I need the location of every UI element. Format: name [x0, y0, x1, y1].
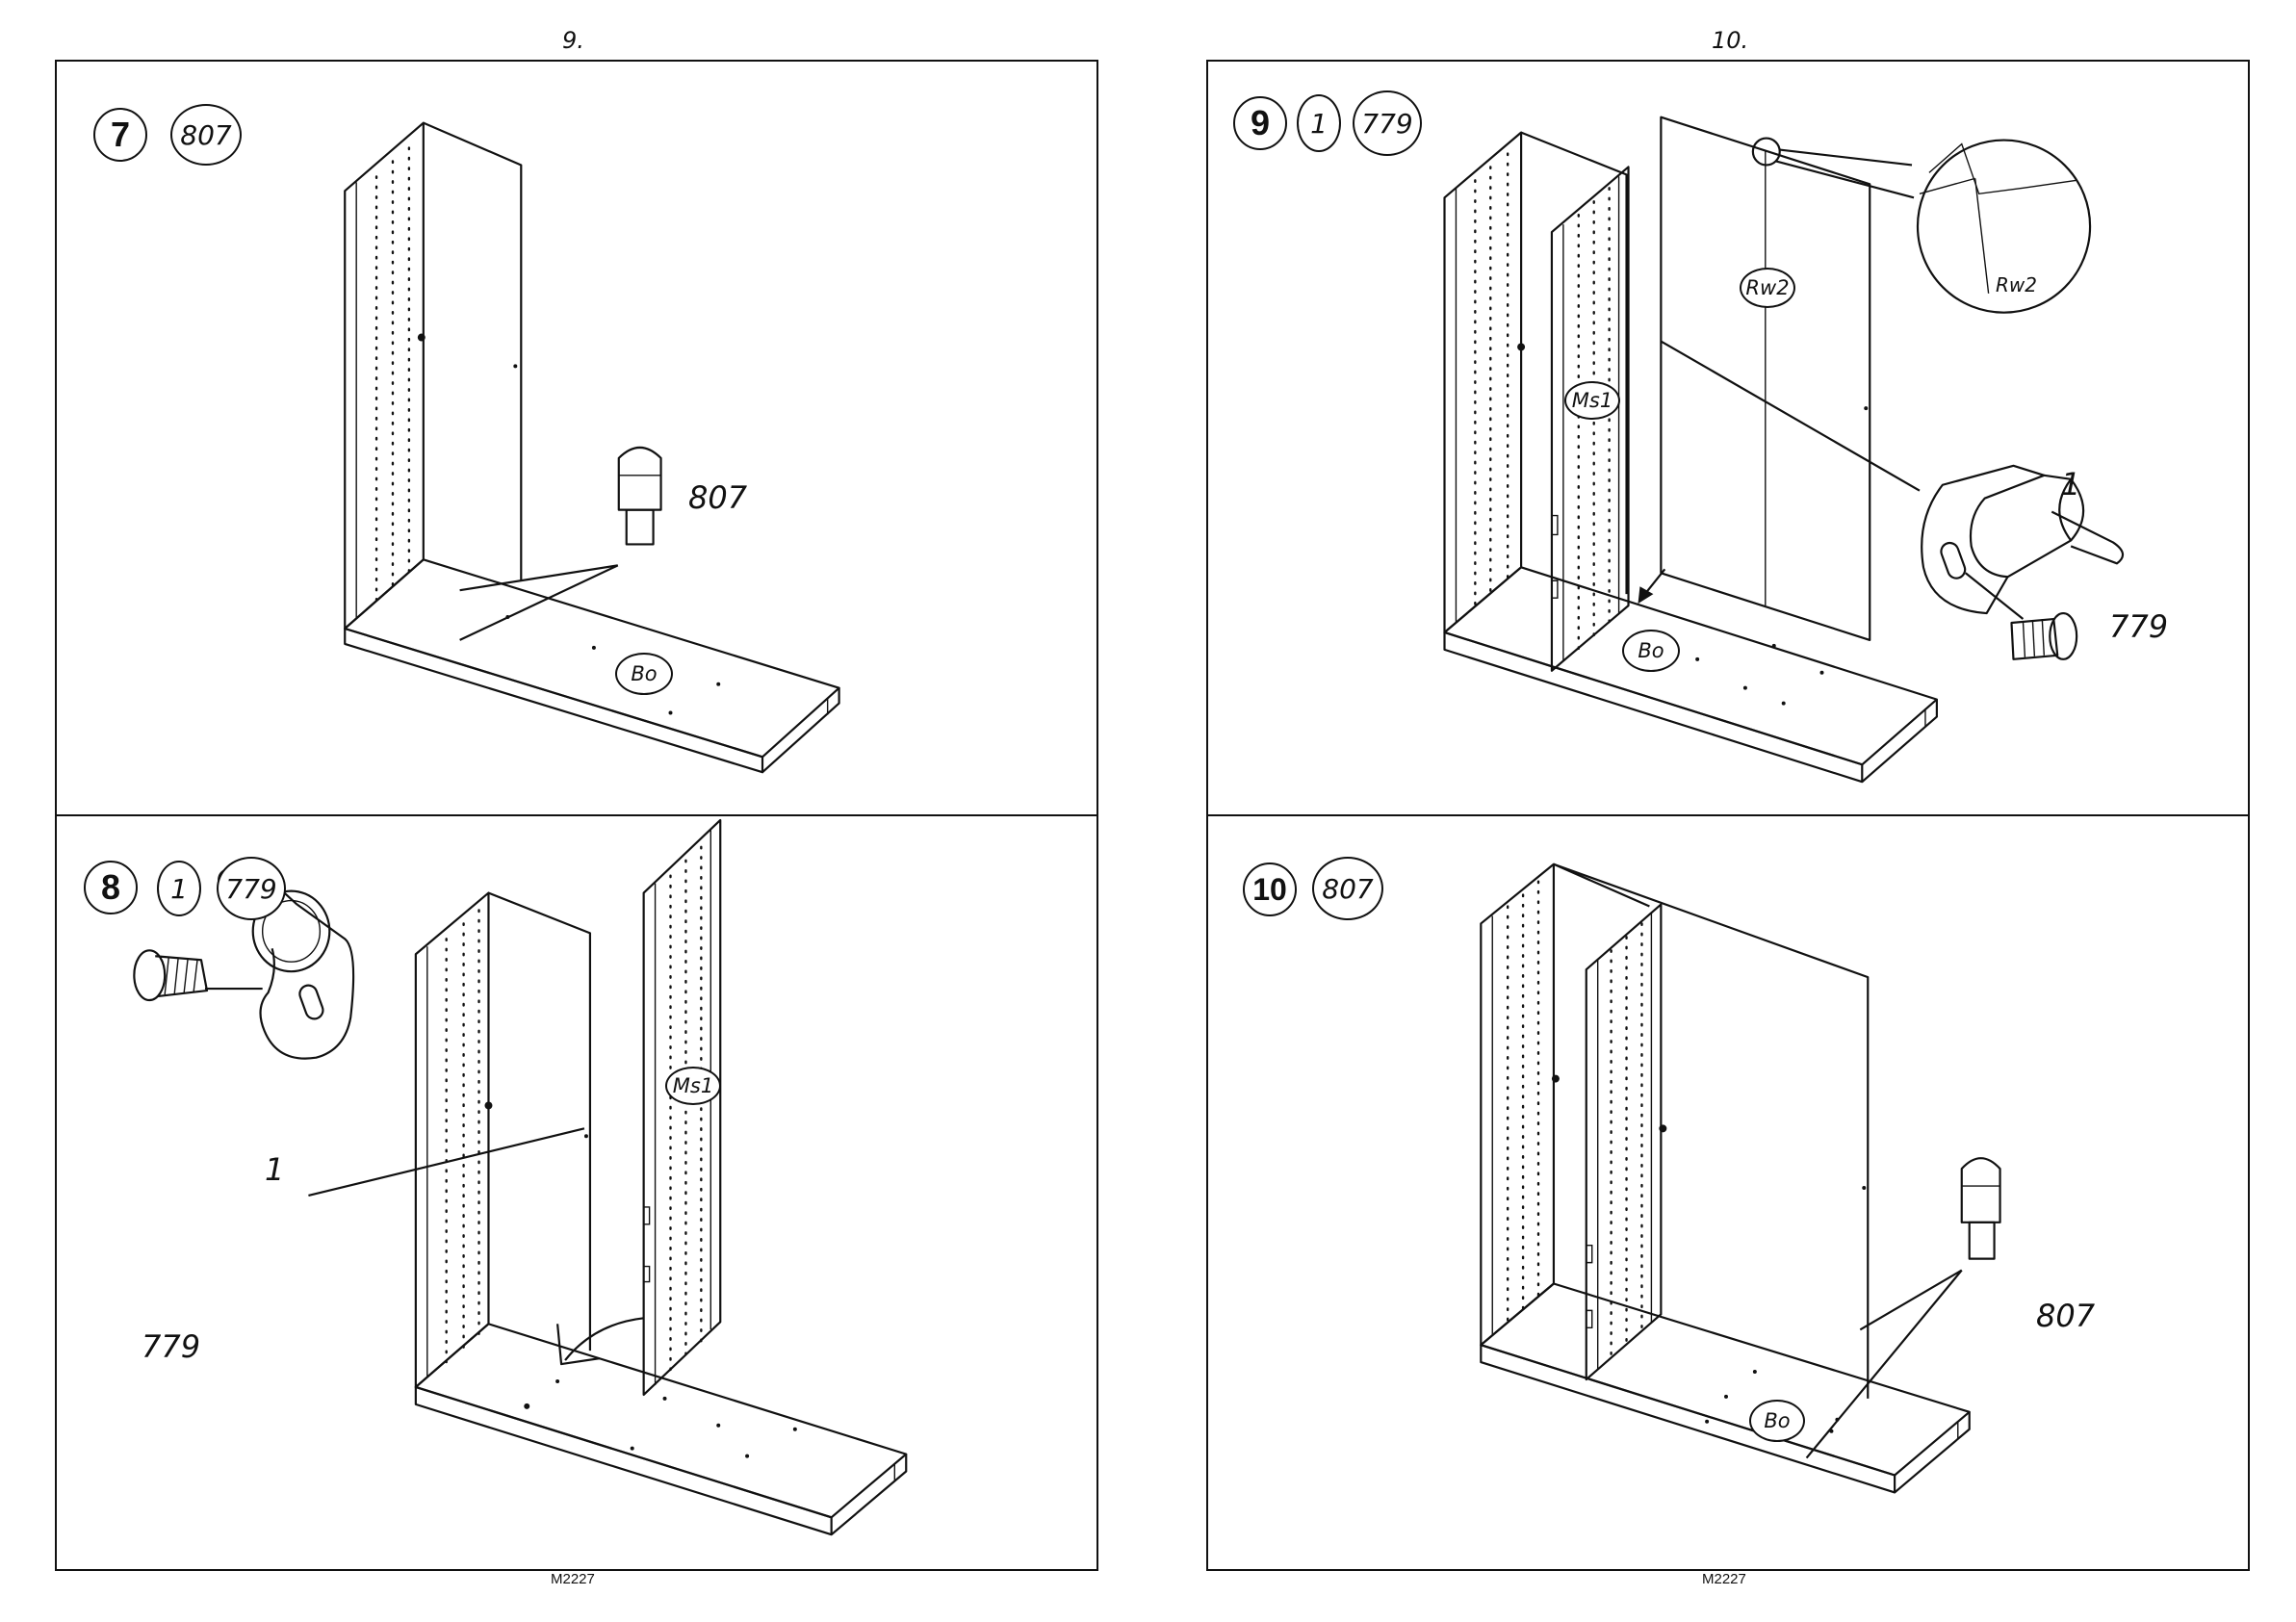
callout-779: 779 [142, 1328, 200, 1365]
page-number-right: 10. [1712, 27, 1748, 54]
part-badge-807: 807 [170, 104, 242, 166]
part-badge-1: 1 [1297, 94, 1341, 152]
callout-1: 1 [265, 1151, 284, 1188]
callout-807: 807 [2036, 1298, 2095, 1334]
callout-807: 807 [688, 479, 747, 516]
step-7-illustration [57, 62, 1096, 814]
part-badge-779: 779 [1353, 90, 1422, 156]
step-number-badge: 7 [93, 108, 147, 162]
document-code-right: M2227 [1702, 1571, 1746, 1587]
step-number-badge: 8 [84, 861, 138, 914]
detail-label-rw2: Rw2 [1996, 273, 2037, 296]
dowel-807-icon [1962, 1158, 2000, 1258]
document-code-left: M2227 [551, 1571, 595, 1587]
dowel-807-icon [619, 448, 661, 544]
step-7-panel: 7 807 807 Bo [55, 60, 1098, 816]
step-9-illustration [1208, 62, 2248, 814]
callout-1: 1 [2061, 466, 2080, 502]
panel-label-ms1: Ms1 [665, 1067, 721, 1105]
panel-label-bo: Bo [1749, 1400, 1805, 1442]
part-badge-779: 779 [217, 857, 286, 920]
callout-779: 779 [2109, 608, 2168, 645]
panel-label-bo: Bo [1622, 630, 1680, 672]
step-8-panel: 8 1 779 1 779 Ms1 [55, 814, 1098, 1571]
part-badge-807: 807 [1312, 857, 1383, 920]
step-10-panel: 10 807 807 Bo [1206, 814, 2250, 1571]
panel-label-bo: Bo [615, 653, 673, 695]
step-9-panel: 9 1 779 Rw2 Ms1 Bo Rw2 1 779 [1206, 60, 2250, 816]
step-10-illustration [1208, 816, 2248, 1569]
step-8-illustration [57, 816, 1096, 1569]
screw-779-icon [2011, 613, 2077, 659]
page-number-left: 9. [562, 27, 584, 54]
part-badge-1: 1 [157, 861, 201, 916]
panel-label-rw2: Rw2 [1740, 268, 1795, 308]
step-number-badge: 10 [1243, 862, 1297, 916]
panel-label-ms1: Ms1 [1564, 381, 1620, 420]
connector-fitting-icon [1922, 466, 2123, 613]
screw-779-icon [134, 950, 207, 1000]
step-number-badge: 9 [1233, 96, 1287, 150]
